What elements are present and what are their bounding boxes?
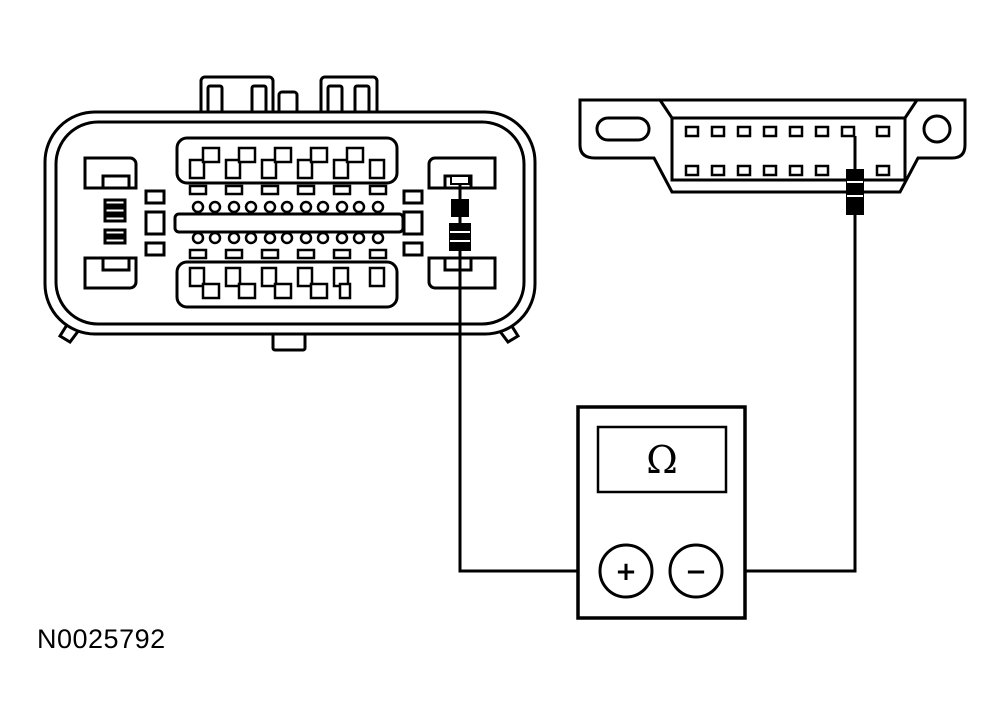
dlc-connector xyxy=(578,98,967,194)
positive-probe xyxy=(449,175,471,251)
figure-reference-id: N0025792 xyxy=(37,624,166,654)
positive-test-lead xyxy=(458,178,600,573)
negative-probe xyxy=(846,169,864,215)
lower-terminal-row xyxy=(188,266,386,300)
positive-terminal-label: + xyxy=(615,557,637,587)
meter-display xyxy=(596,425,728,494)
dlc-lower-pins xyxy=(684,164,891,177)
lower-slot-row xyxy=(188,248,388,260)
dlc-upper-pins xyxy=(684,125,891,138)
upper-terminal-row xyxy=(188,146,386,180)
ohm-symbol-icon: Ω xyxy=(646,438,678,482)
ohmmeter: Ω + − xyxy=(576,405,747,620)
upper-slot-row xyxy=(188,184,388,196)
negative-terminal xyxy=(668,543,724,599)
positive-terminal xyxy=(598,543,654,599)
negative-terminal-label: − xyxy=(685,557,707,587)
pin-circles xyxy=(191,200,385,245)
negative-test-lead xyxy=(722,136,857,573)
